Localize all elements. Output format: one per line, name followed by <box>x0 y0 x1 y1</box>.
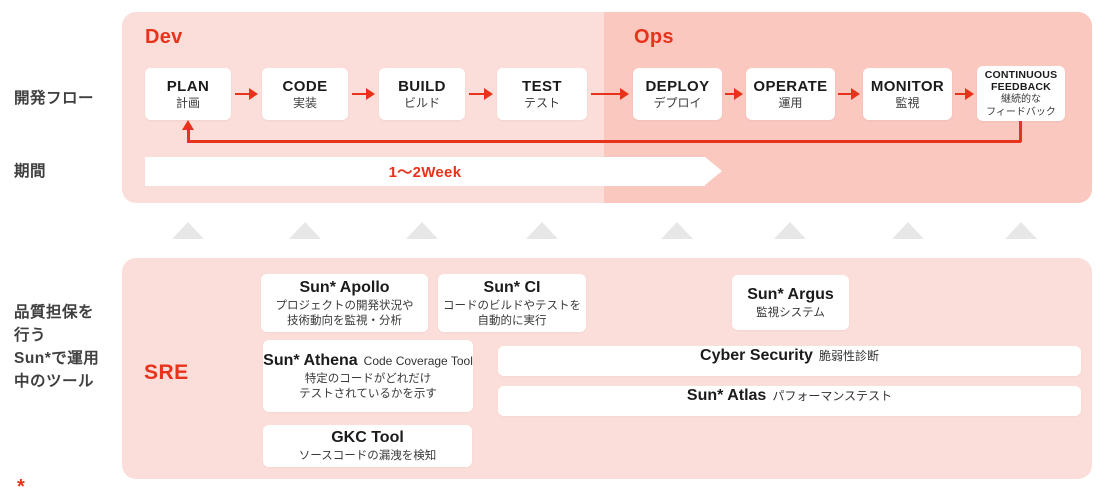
tool-sun-ci-name: Sun* CI <box>483 278 541 296</box>
tool-gkc-desc: ソースコードの漏洩を検知 <box>298 450 437 462</box>
period-band: 1〜2Week <box>145 157 705 186</box>
connector-triangle-operate-icon <box>774 222 806 239</box>
tool-sun-ci-desc-line1: コードのビルドやテストを <box>443 299 581 312</box>
step-deploy-subtitle: デプロイ <box>653 96 702 110</box>
ops-section-label: Ops <box>634 26 674 48</box>
tool-box-cyber-security: Cyber Security 脆弱性診断 <box>498 346 1081 376</box>
tool-sun-ci-desc-line2: 自動的に実行 <box>477 314 547 327</box>
connector-triangle-deploy-icon <box>661 222 693 239</box>
step-code: CODE 実装 <box>262 68 348 120</box>
step-continuous-feedback-subtitle-line1: 継続的な <box>1001 93 1041 105</box>
step-operate-title: OPERATE <box>753 78 828 95</box>
tools-row-label-line4: 中のツール <box>14 373 95 390</box>
connector-triangle-monitor-icon <box>892 222 924 239</box>
tool-box-sun-argus: Sun* Argus 監視システム <box>732 275 849 330</box>
tool-sun-argus-name: Sun* Argus <box>747 285 834 303</box>
step-test: TEST テスト <box>497 68 587 120</box>
step-plan: PLAN 計画 <box>145 68 231 120</box>
tool-sun-apollo-desc-line2: 技術動向を監視・分析 <box>287 314 402 327</box>
step-build: BUILD ビルド <box>379 68 465 120</box>
tool-sun-athena-name: Sun* Athena <box>263 351 358 369</box>
tool-sun-athena-tag: Code Coverage Tool <box>363 353 473 368</box>
tool-sun-atlas-name: Sun* Atlas <box>686 387 767 404</box>
arrow-plan-to-code-icon <box>235 88 258 100</box>
step-monitor-title: MONITOR <box>870 78 945 95</box>
feedback-line-left-vertical <box>187 129 190 141</box>
tool-sun-athena-desc-line1: 特定のコードがどれだけ <box>304 372 432 385</box>
feedback-arrowhead-icon <box>182 120 194 130</box>
tool-gkc-name: GKC Tool <box>331 429 404 446</box>
step-continuous-feedback: CONTINUOUS FEEDBACK 継続的な フィードバック <box>977 66 1065 121</box>
connector-triangle-code-icon <box>289 222 321 239</box>
step-code-title: CODE <box>282 78 328 95</box>
arrow-code-to-build-icon <box>352 88 375 100</box>
footnote-asterisk: * <box>17 476 25 493</box>
step-plan-title: PLAN <box>166 78 210 95</box>
tools-row-label-line1: 品質担保を <box>14 304 95 321</box>
connector-triangle-plan-icon <box>172 222 204 239</box>
arrow-build-to-test-icon <box>469 88 493 100</box>
step-operate: OPERATE 運用 <box>746 68 835 120</box>
step-build-title: BUILD <box>398 78 446 95</box>
tool-cyber-security-name: Cyber Security <box>700 347 813 364</box>
dev-section-label: Dev <box>145 26 183 48</box>
step-code-subtitle: 実装 <box>292 96 317 110</box>
arrow-monitor-to-feedback-icon <box>955 88 974 100</box>
connector-triangle-build-icon <box>406 222 438 239</box>
sre-label: SRE <box>144 361 189 384</box>
tool-box-sun-ci: Sun* CI コードのビルドやテストを 自動的に実行 <box>438 274 586 332</box>
tool-sun-apollo-desc-line1: プロジェクトの開発状況や <box>275 299 414 312</box>
step-monitor-subtitle: 監視 <box>895 96 920 110</box>
tool-box-gkc-tool: GKC Tool ソースコードの漏洩を検知 <box>263 425 472 467</box>
step-continuous-feedback-title-line1: CONTINUOUS <box>984 68 1058 81</box>
step-continuous-feedback-title-line2: FEEDBACK <box>991 80 1051 93</box>
tool-sun-atlas-tag: パフォーマンステスト <box>772 389 893 403</box>
tools-row-label-line3: Sun*で運用 <box>14 350 100 367</box>
tool-cyber-security-tag: 脆弱性診断 <box>818 349 879 363</box>
dev-flow-row-label: 開発フロー <box>14 90 95 107</box>
step-deploy: DEPLOY デプロイ <box>633 68 722 120</box>
step-operate-subtitle: 運用 <box>778 96 803 110</box>
tool-sun-athena-desc-line2: テストされているかを示す <box>299 387 437 400</box>
connector-triangle-feedback-icon <box>1005 222 1037 239</box>
tool-box-sun-athena: Sun* Athena Code Coverage Tool 特定のコードがどれだ… <box>263 340 473 412</box>
step-continuous-feedback-subtitle-line2: フィードバック <box>986 106 1056 118</box>
tool-sun-argus-desc: 監視システム <box>756 306 825 319</box>
tool-sun-apollo-name: Sun* Apollo <box>299 278 390 296</box>
tools-row-label: 品質担保を 行う Sun*で運用 中のツール <box>14 301 99 393</box>
feedback-line-right-vertical <box>1019 121 1022 142</box>
period-band-label: 1〜2Week <box>388 164 462 181</box>
connector-triangle-test-icon <box>526 222 558 239</box>
feedback-line-horizontal <box>187 140 1021 143</box>
step-monitor: MONITOR 監視 <box>863 68 952 120</box>
step-test-title: TEST <box>522 78 562 95</box>
arrow-deploy-to-operate-icon <box>725 88 743 100</box>
step-test-subtitle: テスト <box>523 96 560 110</box>
step-build-subtitle: ビルド <box>403 96 440 110</box>
arrow-test-to-deploy-icon <box>591 88 629 100</box>
tools-row-label-line2: 行う <box>14 327 47 344</box>
step-plan-subtitle: 計画 <box>175 96 200 110</box>
period-row-label: 期間 <box>14 163 47 180</box>
tool-box-sun-apollo: Sun* Apollo プロジェクトの開発状況や 技術動向を監視・分析 <box>261 274 428 332</box>
step-deploy-title: DEPLOY <box>645 78 710 95</box>
period-band-arrow-tip-icon <box>705 157 722 185</box>
tool-box-sun-atlas: Sun* Atlas パフォーマンステスト <box>498 386 1081 416</box>
arrow-operate-to-monitor-icon <box>838 88 860 100</box>
